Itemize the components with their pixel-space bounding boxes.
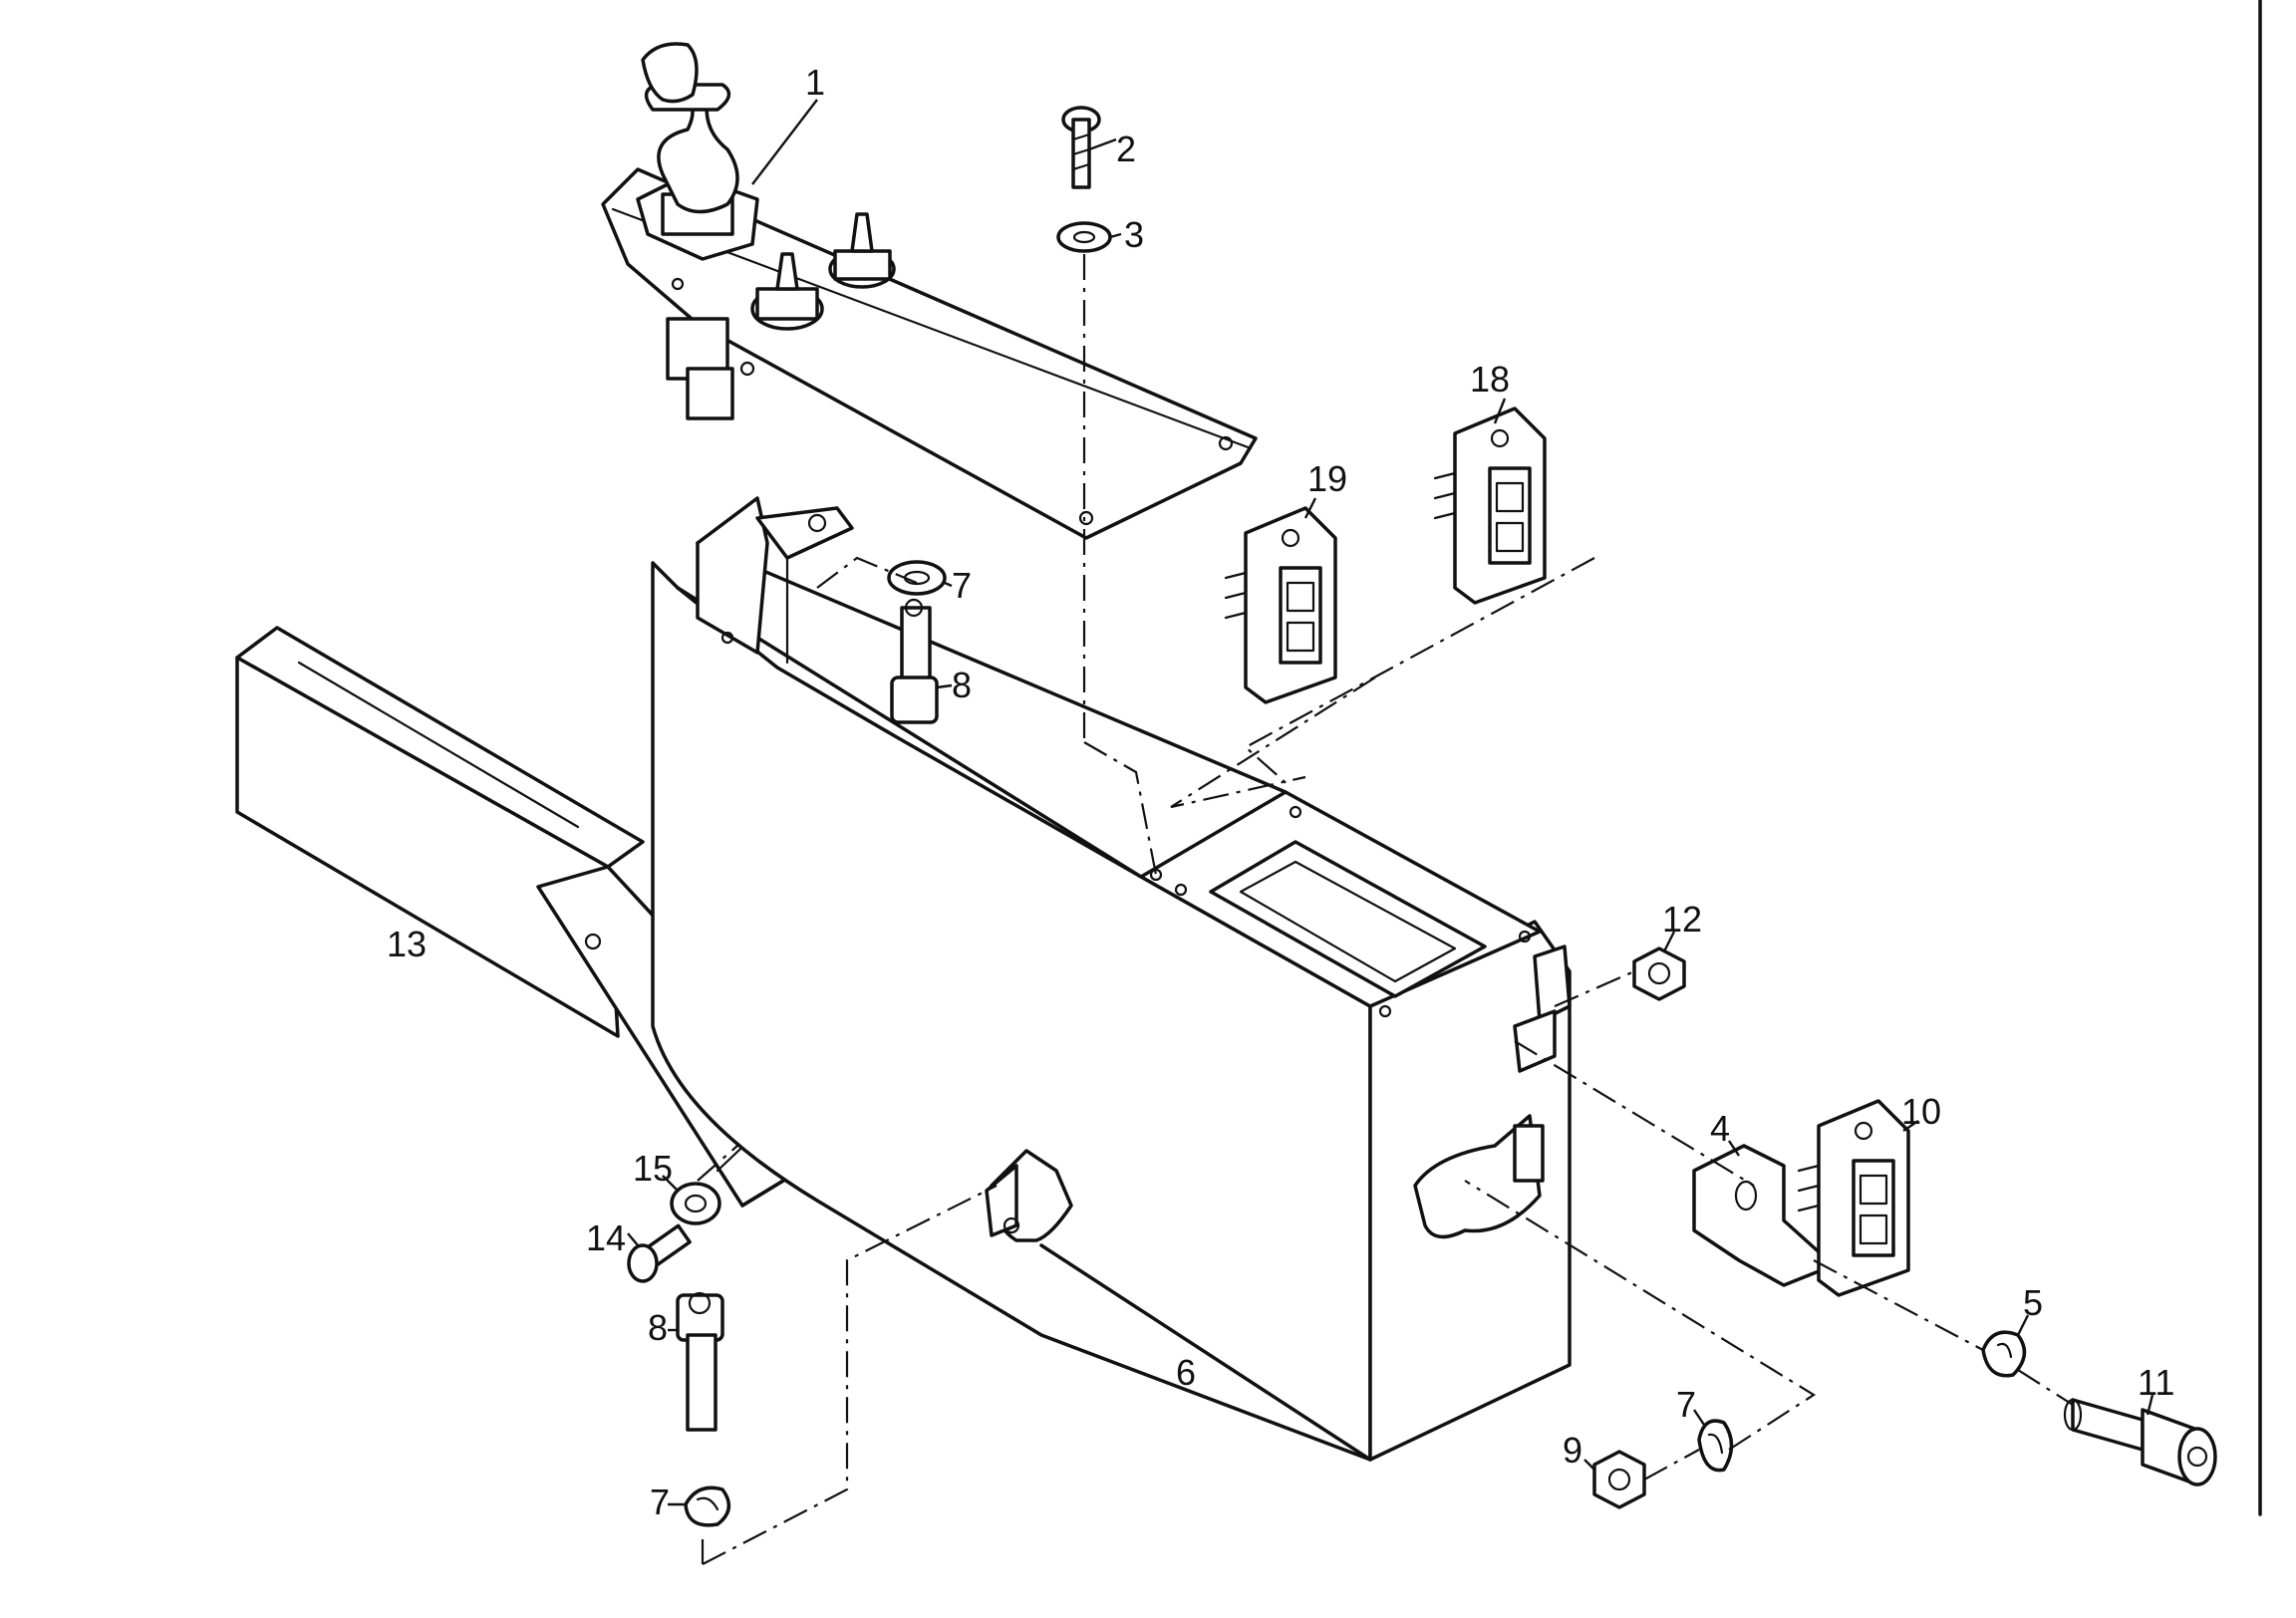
part-9-nut bbox=[1592, 1450, 1646, 1509]
callout-11: 11 bbox=[2138, 1362, 2174, 1403]
part-8-bolt-top bbox=[890, 598, 939, 724]
callout-18: 18 bbox=[1470, 359, 1510, 400]
callout-19: 19 bbox=[1307, 458, 1347, 499]
callout-7-bottom: 7 bbox=[650, 1482, 670, 1522]
part-12-nut bbox=[1632, 946, 1686, 1001]
part-7-washer-bottom bbox=[684, 1485, 731, 1527]
callout-13: 13 bbox=[387, 924, 427, 964]
callout-7-top: 7 bbox=[952, 565, 972, 606]
part-18-connector bbox=[1433, 406, 1547, 605]
part-19-connector bbox=[1224, 506, 1337, 704]
part-6-console-housing bbox=[651, 496, 1572, 1462]
part-5-washer bbox=[1981, 1330, 2027, 1378]
part-15-washer bbox=[670, 1182, 721, 1225]
callout-7-right: 7 bbox=[1676, 1384, 1696, 1425]
callout-14: 14 bbox=[586, 1217, 626, 1258]
callout-2: 2 bbox=[1116, 129, 1136, 169]
callout-15: 15 bbox=[633, 1148, 673, 1189]
callout-8-bottom: 8 bbox=[648, 1307, 668, 1348]
callout-12: 12 bbox=[1662, 899, 1702, 940]
part-10-connector bbox=[1797, 1099, 1910, 1297]
callout-10: 10 bbox=[1901, 1091, 1941, 1132]
part-11-bolt bbox=[2063, 1398, 2217, 1486]
part-8-bolt-bottom bbox=[676, 1291, 724, 1432]
callout-3: 3 bbox=[1124, 214, 1144, 255]
part-14-screw bbox=[627, 1223, 692, 1283]
leader-lines bbox=[627, 99, 2154, 1506]
part-7-washer-top bbox=[887, 560, 947, 596]
part-1-joystick-panel bbox=[601, 42, 1258, 540]
part-7-washer-right bbox=[1697, 1419, 1734, 1473]
callout-6: 6 bbox=[1176, 1352, 1196, 1393]
assembly-center-lines bbox=[697, 254, 2074, 1565]
callout-5: 5 bbox=[2023, 1282, 2043, 1323]
callout-labels: 1 2 3 7 8 18 19 12 4 10 5 11 7 9 6 13 15… bbox=[387, 62, 2174, 1522]
part-3-washer bbox=[1056, 221, 1112, 253]
callout-1: 1 bbox=[805, 62, 825, 103]
callout-4: 4 bbox=[1710, 1108, 1730, 1149]
callout-8-top: 8 bbox=[952, 665, 972, 705]
callout-9: 9 bbox=[1563, 1430, 1582, 1471]
part-2-screw bbox=[1061, 106, 1101, 189]
